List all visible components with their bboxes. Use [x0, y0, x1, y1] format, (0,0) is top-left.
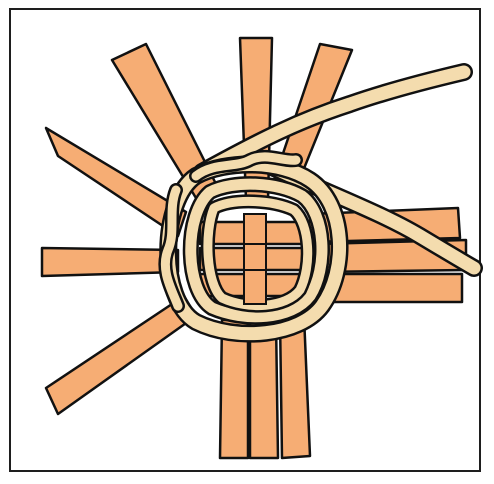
spoke-left-middle [42, 248, 178, 276]
spoke-top-center [240, 38, 272, 200]
spoke-left-lower [46, 296, 196, 414]
inner-spoke-vertical-1 [244, 214, 266, 304]
